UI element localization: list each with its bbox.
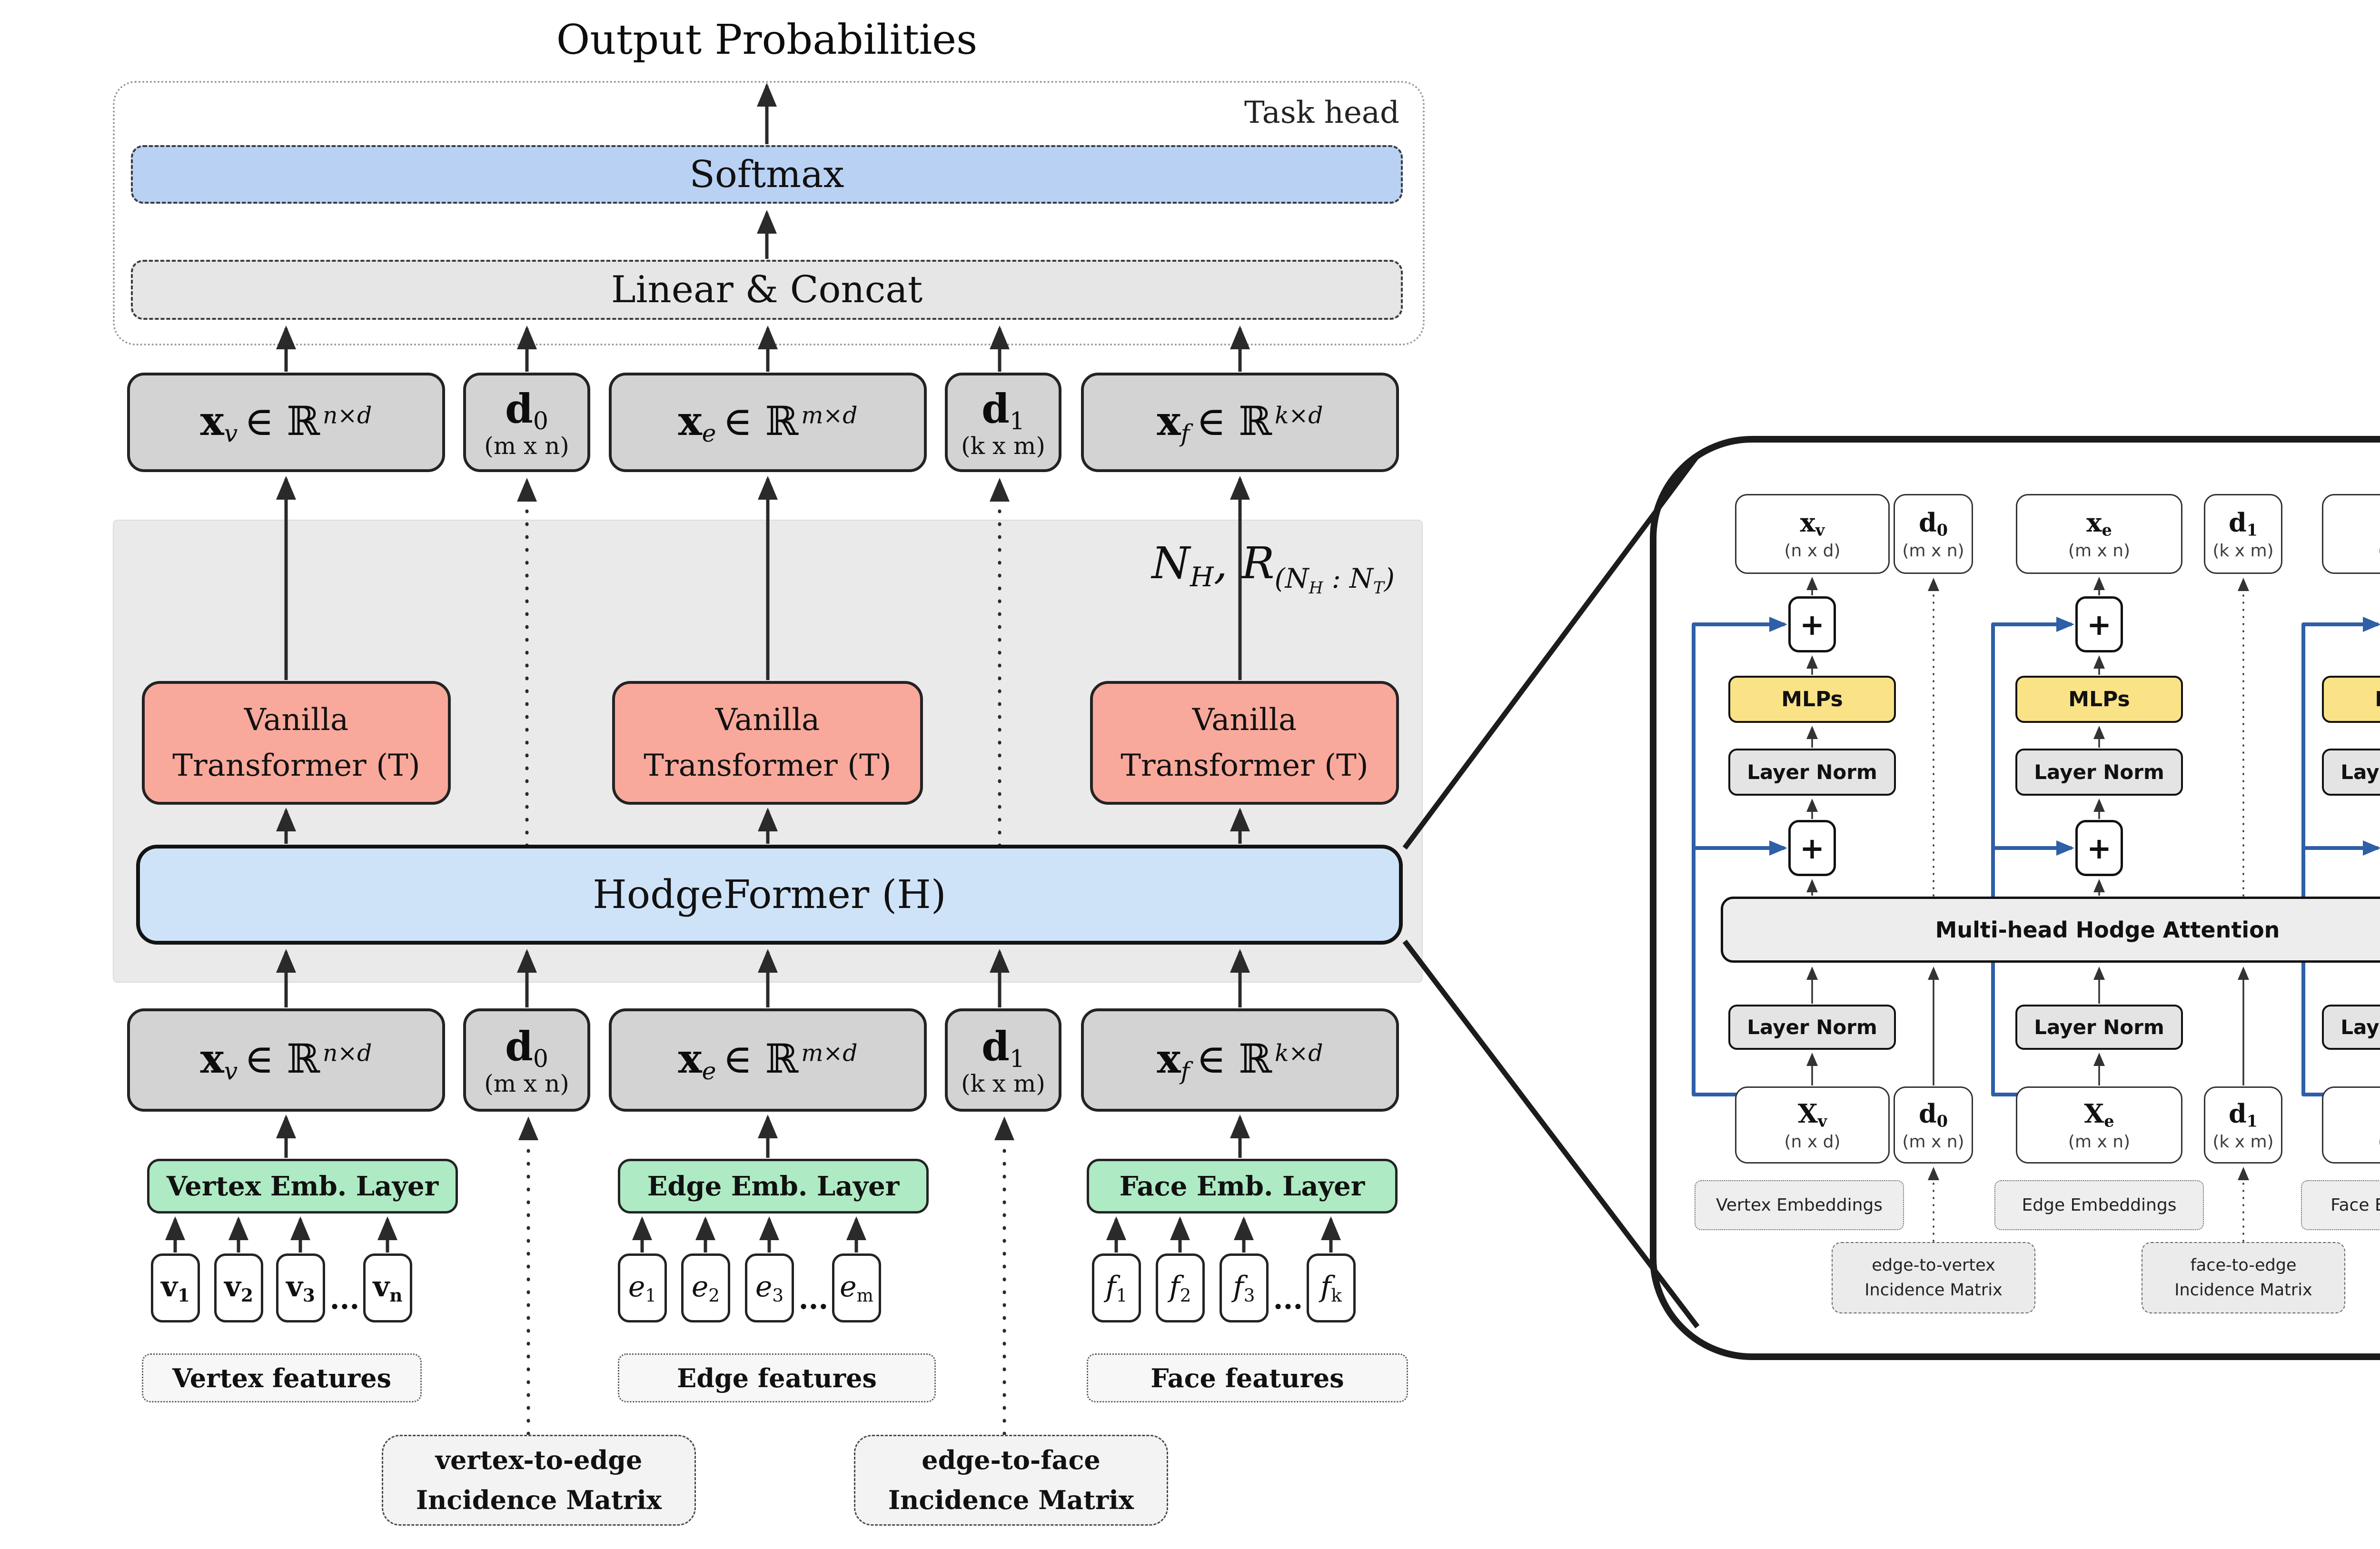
hodge-params-label: NH, R(NH : NT) bbox=[1151, 538, 1395, 598]
zoom-xf-out-box: xf (k x d) bbox=[2322, 494, 2380, 574]
vertex-item-v3: v3 bbox=[276, 1253, 325, 1322]
vertex-item-v2: v2 bbox=[214, 1253, 263, 1322]
residual-add-lower-edge: + bbox=[2075, 820, 2123, 876]
layer-norm-upper-face: Layer Norm bbox=[2322, 749, 2380, 796]
edge-item-e1: e1 bbox=[618, 1253, 667, 1322]
residual-add-lower-vertex: + bbox=[1788, 820, 1836, 876]
edge-embedding-layer: Edge Emb. Layer bbox=[618, 1159, 929, 1214]
face-item-fk: fk bbox=[1307, 1253, 1356, 1322]
edge-item-e3: e3 bbox=[745, 1253, 794, 1322]
face-features-box: Face features bbox=[1087, 1353, 1408, 1402]
vertex-ellipsis: ... bbox=[329, 1283, 360, 1316]
d0-input-box: d0 (m x n) bbox=[463, 1008, 590, 1112]
edge-item-e2: e2 bbox=[681, 1253, 730, 1322]
layer-norm-upper-edge: Layer Norm bbox=[2015, 749, 2183, 796]
zoom-d1-out-box: d1 (k x m) bbox=[2204, 494, 2282, 574]
face-embedding-layer: Face Emb. Layer bbox=[1087, 1159, 1398, 1214]
face-embeddings-box: Face Embeddings bbox=[2301, 1180, 2380, 1230]
softmax-layer: Softmax bbox=[131, 145, 1403, 204]
residual-add-top-edge: + bbox=[2075, 596, 2123, 652]
zoom-xe-in-box: Xe (m x n) bbox=[2016, 1086, 2182, 1164]
layer-norm-lower-edge: Layer Norm bbox=[2015, 1005, 2183, 1050]
vertex-embedding-layer: Vertex Emb. Layer bbox=[147, 1159, 458, 1214]
edge-ellipsis: ... bbox=[798, 1283, 829, 1316]
edge-embeddings-box: Edge Embeddings bbox=[1994, 1180, 2204, 1230]
face-item-f1: f1 bbox=[1092, 1253, 1141, 1322]
layer-norm-lower-face: Layer Norm bbox=[2322, 1005, 2380, 1050]
residual-add-top-vertex: + bbox=[1788, 596, 1836, 652]
face-ellipsis: ... bbox=[1273, 1283, 1303, 1316]
face-item-f2: f2 bbox=[1156, 1253, 1205, 1322]
zoom-d0-in-box: d0 (m x n) bbox=[1894, 1086, 1973, 1164]
zoom-xf-in-box: Xf (k x d) bbox=[2322, 1086, 2380, 1164]
zoom-xe-out-box: xe (m x n) bbox=[2016, 494, 2182, 574]
mlps-edge: MLPs bbox=[2015, 676, 2183, 723]
edge-item-em: em bbox=[832, 1253, 881, 1322]
zoom-xv-in-box: Xv (n x d) bbox=[1735, 1086, 1890, 1164]
mlps-face: MLPs bbox=[2322, 676, 2380, 723]
layer-norm-lower-vertex: Layer Norm bbox=[1728, 1005, 1896, 1050]
vertex-features-box: Vertex features bbox=[142, 1353, 422, 1402]
task-head-label: Task head bbox=[1244, 95, 1399, 130]
d1-output-box: d1 (k x m) bbox=[945, 373, 1061, 472]
zoom-xv-out-box: xv (n x d) bbox=[1735, 494, 1890, 574]
layer-norm-upper-vertex: Layer Norm bbox=[1728, 749, 1896, 796]
vertex-item-vn: vn bbox=[363, 1253, 412, 1322]
face-item-f3: f3 bbox=[1220, 1253, 1269, 1322]
linear-concat-layer: Linear & Concat bbox=[131, 260, 1403, 320]
mlps-vertex: MLPs bbox=[1728, 676, 1896, 723]
edge-features-box: Edge features bbox=[618, 1353, 936, 1402]
d0-output-box: d0 (m x n) bbox=[463, 373, 590, 472]
d1-input-box: d1 (k x m) bbox=[945, 1008, 1061, 1112]
zoom-d0-out-box: d0 (m x n) bbox=[1894, 494, 1973, 574]
multi-head-hodge-attention: Multi-head Hodge Attention bbox=[1721, 897, 2380, 963]
zoom-d1-in-box: d1 (k x m) bbox=[2204, 1086, 2282, 1164]
vertex-embeddings-box: Vertex Embeddings bbox=[1695, 1180, 1904, 1230]
hodgeformer-layer: HodgeFormer (H) bbox=[136, 845, 1403, 945]
vertex-item-v1: v1 bbox=[151, 1253, 200, 1322]
page-title: Output Probabilities bbox=[556, 16, 978, 64]
